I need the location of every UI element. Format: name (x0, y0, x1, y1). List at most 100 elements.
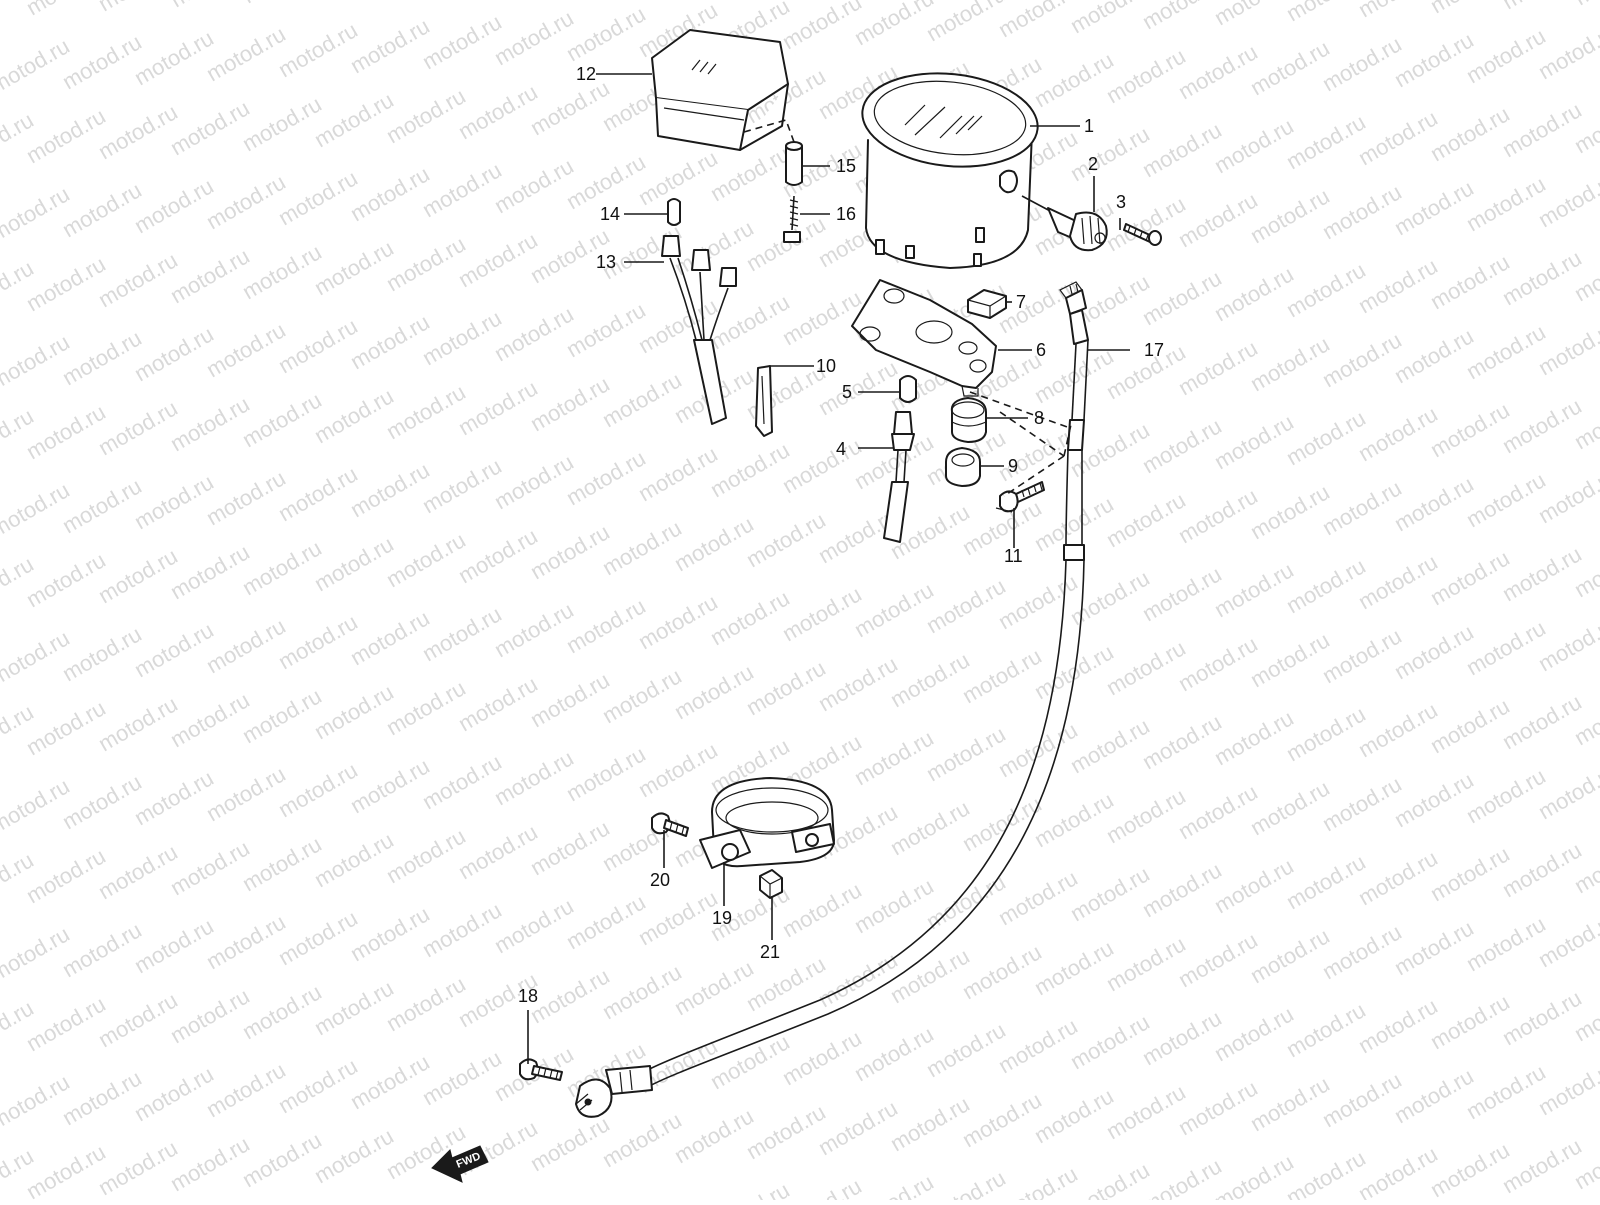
watermark-text: motod.ru (778, 581, 866, 646)
watermark-text: motod.ru (1462, 171, 1550, 236)
watermark-text: motod.ru (1390, 175, 1478, 240)
watermark-text: motod.ru (634, 589, 722, 654)
watermark-text: motod.ru (0, 625, 74, 690)
watermark-text: motod.ru (490, 745, 578, 810)
watermark-text: motod.ru (1498, 689, 1586, 754)
watermark-text: motod.ru (454, 227, 542, 292)
watermark-text: motod.ru (1210, 705, 1298, 770)
watermark-text: motod.ru (742, 211, 830, 276)
watermark-text: motod.ru (1318, 179, 1406, 244)
watermark-text: motod.ru (1462, 1059, 1550, 1124)
watermark-text: motod.ru (418, 9, 506, 74)
watermark-text: motod.ru (1066, 565, 1154, 630)
watermark-text: motod.ru (598, 1107, 686, 1172)
watermark-text: motod.ru (310, 827, 398, 892)
watermark-text: motod.ru (670, 955, 758, 1020)
watermark-text: motod.ru (1426, 841, 1514, 906)
callout-4: 4 (836, 439, 846, 459)
watermark-text: motod.ru (958, 939, 1046, 1004)
watermark-text: motod.ru (634, 885, 722, 950)
watermark-text: motod.ru (922, 573, 1010, 638)
watermark-text: motod.ru (958, 1087, 1046, 1152)
watermark-text: motod.ru (922, 1017, 1010, 1082)
part-12-box-cover (652, 30, 788, 150)
watermark-text: motod.ru (22, 991, 110, 1056)
watermark-text: motod.ru (1318, 31, 1406, 96)
watermark-text: motod.ru (22, 695, 110, 760)
watermark-text: motod.ru (1498, 97, 1586, 162)
watermark-text: motod.ru (454, 375, 542, 440)
watermark-text: motod.ru (1246, 35, 1334, 100)
watermark-text: motod.ru (1282, 1145, 1370, 1200)
watermark-text: motod.ru (382, 823, 470, 888)
callout-14: 14 (600, 204, 620, 224)
watermark-text: motod.ru (202, 317, 290, 382)
watermark-text: motod.ru (346, 13, 434, 78)
watermark-text: motod.ru (1498, 541, 1586, 606)
watermark-text: motod.ru (0, 773, 74, 838)
watermark-text: motod.ru (958, 643, 1046, 708)
callout-13: 13 (596, 252, 616, 272)
watermark-text: motod.ru (850, 873, 938, 938)
watermark-text: motod.ru (706, 437, 794, 502)
callout-12: 12 (576, 64, 596, 84)
watermark-text: motod.ru (166, 687, 254, 752)
watermark-text: motod.ru (634, 737, 722, 802)
watermark-text: motod.ru (1282, 701, 1370, 766)
watermark-text: motod.ru (0, 477, 74, 542)
watermark-text: motod.ru (490, 301, 578, 366)
watermark-text: motod.ru (418, 601, 506, 666)
watermark-text: motod.ru (346, 605, 434, 670)
watermark-text: motod.ru (1498, 393, 1586, 458)
watermark-text: motod.ru (346, 753, 434, 818)
watermark-text: motod.ru (382, 971, 470, 1036)
watermark-text: motod.ru (1462, 911, 1550, 976)
callout-20: 20 (650, 870, 670, 890)
watermark-text: motod.ru (490, 597, 578, 662)
watermark-text: motod.ru (130, 25, 218, 90)
watermark-text: motod.ru (526, 815, 614, 880)
watermark-text: motod.ru (274, 609, 362, 674)
watermark-text: motod.ru (778, 433, 866, 498)
watermark-text: motod.ru (454, 671, 542, 736)
watermark-text: motod.ru (1354, 549, 1442, 614)
watermark-text: motod.ru (1462, 467, 1550, 532)
watermark-text: motod.ru (274, 313, 362, 378)
watermark-text: motod.ru (706, 1029, 794, 1094)
watermark-text: motod.ru (310, 1123, 398, 1188)
watermark-text: motod.ru (994, 1013, 1082, 1078)
watermark-text: motod.ru (1174, 779, 1262, 844)
watermark-text: motod.ru (1210, 261, 1298, 326)
watermark-text: motod.ru (814, 1095, 902, 1160)
watermark-text: motod.ru (418, 157, 506, 222)
watermark-text: motod.ru (1282, 405, 1370, 470)
watermark-text: motod.ru (22, 1139, 110, 1200)
watermark-text: motod.ru (1354, 0, 1442, 22)
watermark-text: motod.ru (202, 761, 290, 826)
watermark-text: motod.ru (670, 659, 758, 724)
watermark-text: motod.ru (1138, 561, 1226, 626)
watermark-text: motod.ru (598, 515, 686, 580)
watermark-text: motod.ru (1318, 623, 1406, 688)
watermark-text: motod.ru (94, 987, 182, 1052)
watermark-text: motod.ru (166, 1131, 254, 1196)
callout-16: 16 (836, 204, 856, 224)
watermark-text: motod.ru (1102, 635, 1190, 700)
watermark-text: motod.ru (850, 577, 938, 642)
watermark-text: motod.ru (382, 83, 470, 148)
watermark-text: motod.ru (166, 391, 254, 456)
watermark-text: motod.ru (706, 1177, 794, 1200)
watermark-text: motod.ru (94, 395, 182, 460)
watermark-text: motod.ru (562, 297, 650, 362)
part-1-meter-housing (858, 65, 1043, 268)
watermark-text: motod.ru (0, 921, 74, 986)
watermark-text: motod.ru (454, 819, 542, 884)
watermark-text: motod.ru (310, 87, 398, 152)
watermark-text: motod.ru (526, 963, 614, 1028)
watermark-text: motod.ru (202, 465, 290, 530)
watermark-text: motod.ru (1246, 775, 1334, 840)
watermark-text: motod.ru (1534, 315, 1600, 380)
callout-11: 11 (1004, 546, 1023, 566)
part-10-clamp (756, 366, 772, 436)
watermark-text: motod.ru (94, 247, 182, 312)
